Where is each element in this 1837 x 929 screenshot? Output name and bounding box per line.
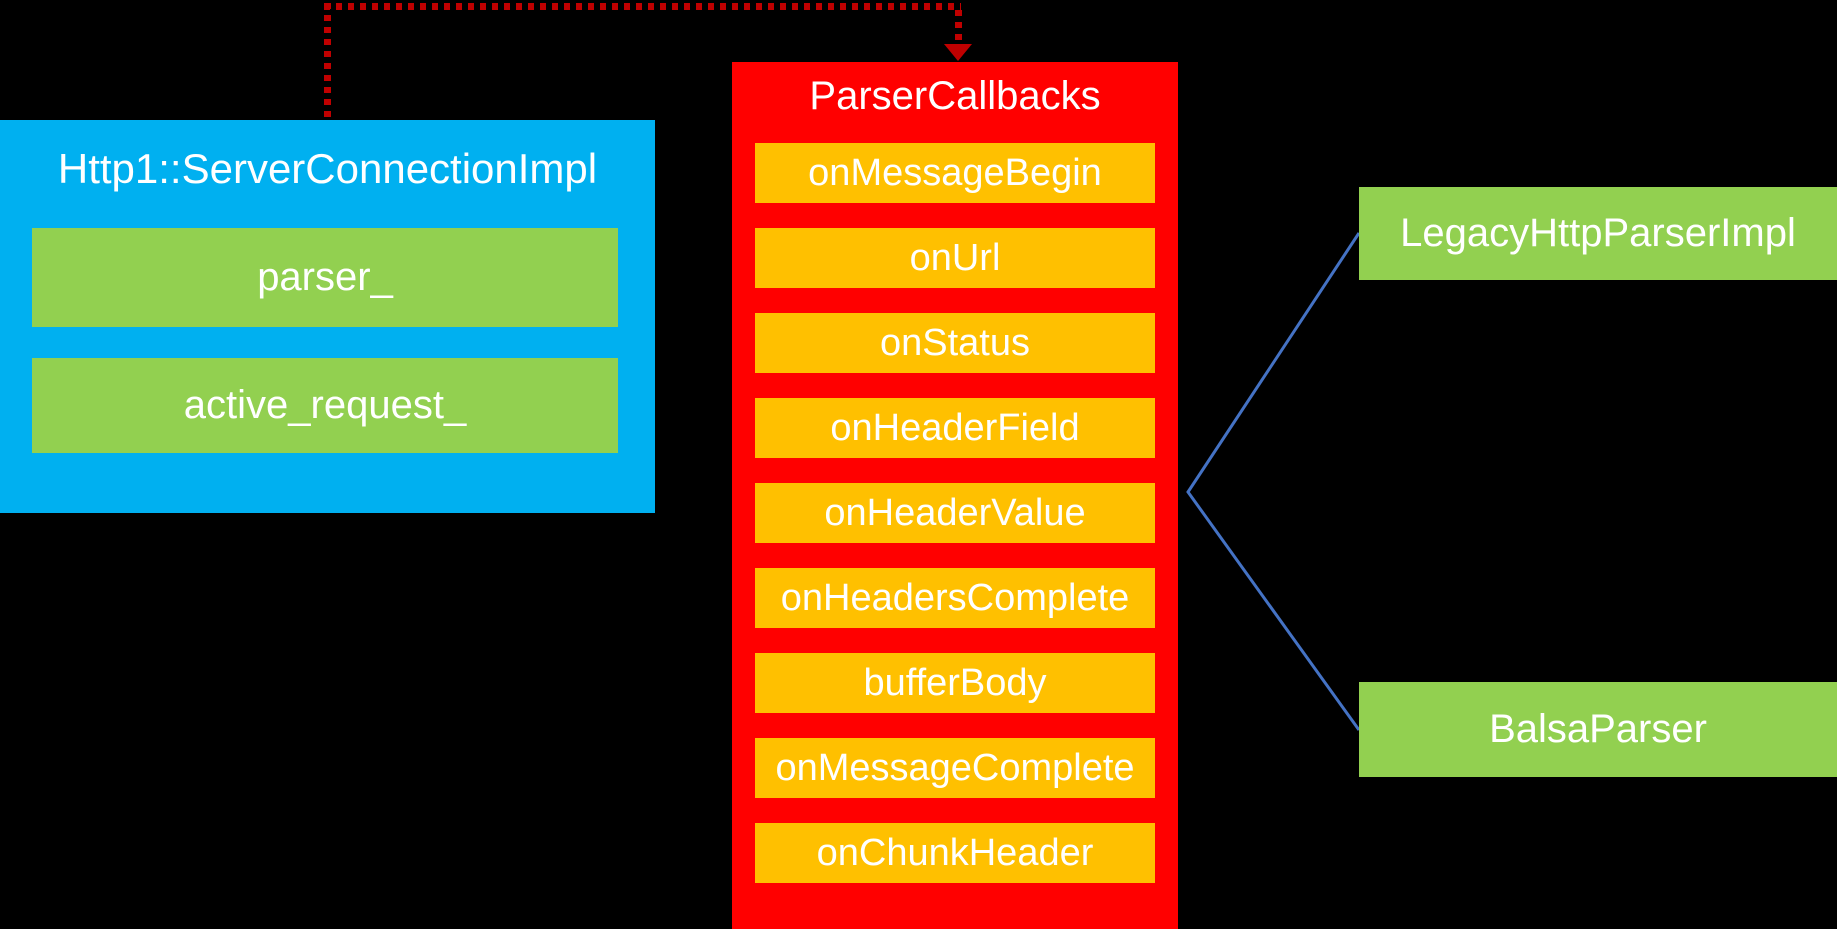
member-field-parser: parser_ [32, 228, 618, 327]
callback-row-on-chunk-header: onChunkHeader [755, 823, 1155, 883]
parser-callbacks-box: ParserCallbacks onMessageBegin onUrl onS… [732, 62, 1178, 929]
callback-row-on-url: onUrl [755, 228, 1155, 288]
callback-row-on-headers-complete: onHeadersComplete [755, 568, 1155, 628]
dashed-arrow-arrowhead-icon [944, 44, 972, 61]
callback-row-on-header-value: onHeaderValue [755, 483, 1155, 543]
callback-row-on-message-complete: onMessageComplete [755, 738, 1155, 798]
legacy-http-parser-impl-box: LegacyHttpParserImpl [1359, 187, 1837, 280]
inheritance-polyline [1186, 232, 1361, 731]
server-connection-impl-box: Http1::ServerConnectionImpl parser_ acti… [0, 120, 655, 513]
callback-row-on-header-field: onHeaderField [755, 398, 1155, 458]
callback-row-on-status: onStatus [755, 313, 1155, 373]
callback-row-on-message-begin: onMessageBegin [755, 143, 1155, 203]
dashed-arrow-vertical-right-segment [955, 10, 962, 44]
dashed-arrow-vertical-left-segment [324, 3, 331, 120]
member-field-active-request: active_request_ [32, 358, 618, 453]
dashed-arrow-horizontal-segment [324, 3, 961, 10]
parser-callbacks-title: ParserCallbacks [809, 74, 1101, 118]
server-connection-impl-title: Http1::ServerConnectionImpl [57, 145, 598, 192]
callback-row-buffer-body: bufferBody [755, 653, 1155, 713]
balsa-parser-box: BalsaParser [1359, 682, 1837, 777]
